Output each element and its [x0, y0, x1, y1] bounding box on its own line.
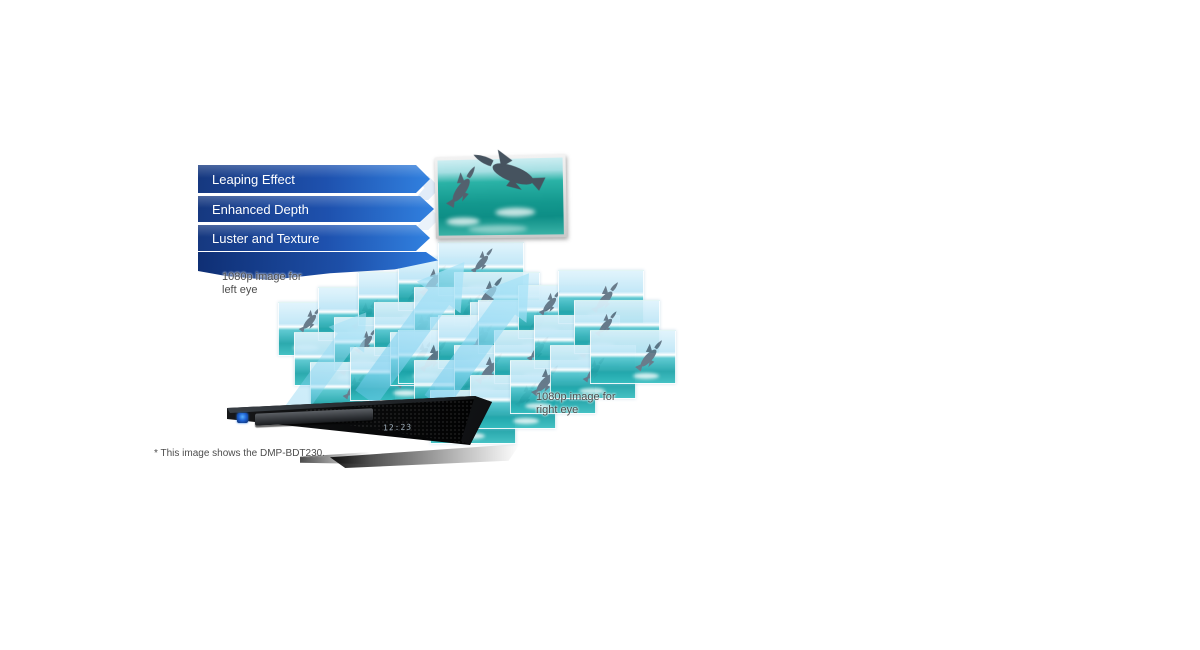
splash — [525, 403, 551, 409]
splash — [513, 418, 539, 424]
dolphin-icon — [631, 338, 667, 374]
dolphin-frame-image — [590, 330, 676, 384]
feature-banner: Leaping Effect Enhanced Depth Luster and… — [198, 163, 444, 281]
model-footnote: * This image shows the DMP-BDT230. — [154, 448, 325, 459]
feature-ribbon-leaping-effect: Leaping Effect — [198, 165, 430, 193]
feature-label: Leaping Effect — [212, 171, 295, 187]
led-display: 12:23 — [383, 422, 413, 433]
feature-ribbon-enhanced-depth: Enhanced Depth — [198, 196, 434, 222]
splash — [579, 388, 605, 394]
sea-foam — [467, 224, 528, 234]
annotation-line: right eye — [536, 404, 579, 417]
annotation-line: left eye — [222, 284, 258, 297]
annotation-left-eye: 1080p image for left eye — [222, 271, 302, 297]
sea-foam — [495, 207, 536, 218]
sea-foam — [446, 217, 480, 226]
tv-screen-dolphin-image — [437, 157, 564, 236]
annotation-right-eye: 1080p image for right eye — [536, 391, 616, 417]
annotation-line: 1080p image for — [536, 391, 616, 403]
splash — [393, 390, 419, 396]
blu-ray-disc-logo-icon — [237, 413, 248, 423]
annotation-line: 1080p image for — [222, 271, 302, 283]
splash — [633, 373, 659, 379]
tv-display — [434, 154, 567, 239]
feature-label: Enhanced Depth — [212, 201, 309, 217]
feature-ribbon-luster-texture: Luster and Texture — [198, 225, 430, 251]
blu-ray-player: 12:23 — [225, 392, 495, 470]
feature-label: Luster and Texture — [212, 230, 320, 246]
